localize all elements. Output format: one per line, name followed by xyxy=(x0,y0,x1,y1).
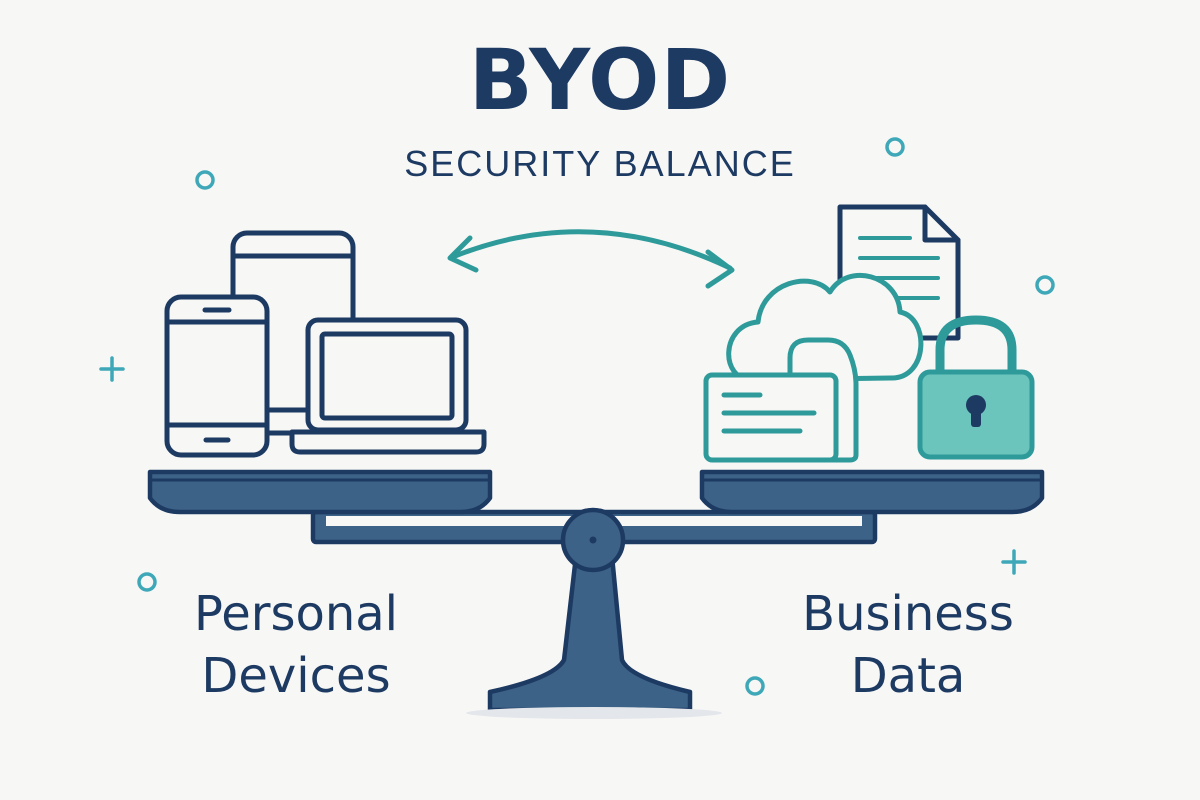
sparkle-circle-icon xyxy=(885,137,905,157)
cloud-icon xyxy=(726,273,924,383)
personal-devices-label: Personal Devices xyxy=(136,583,456,707)
padlock-icon xyxy=(917,315,1035,460)
business-data-label-line2: Data xyxy=(850,648,966,704)
sparkle-plus-icon xyxy=(99,356,125,382)
sparkle-circle-icon xyxy=(745,676,765,696)
sparkle-circle-icon xyxy=(195,170,215,190)
right-scale-pan xyxy=(699,469,1045,515)
decorative-sparkles xyxy=(99,137,1055,696)
personal-devices-group xyxy=(164,230,487,458)
sparkle-circle-icon xyxy=(1035,275,1055,295)
left-scale-pan xyxy=(147,469,493,515)
business-data-label-line1: Business xyxy=(802,586,1014,642)
personal-devices-label-line1: Personal xyxy=(193,586,399,642)
personal-devices-label-line2: Devices xyxy=(201,648,391,704)
exchange-arrow-icon xyxy=(447,229,735,289)
sparkle-circle-icon xyxy=(137,572,157,592)
business-data-label: Business Data xyxy=(748,583,1068,707)
business-data-group xyxy=(703,204,1035,463)
folder-icon xyxy=(703,337,859,463)
balance-scale xyxy=(147,469,1045,719)
sparkle-plus-icon xyxy=(1001,549,1027,575)
page-subtitle: SECURITY BALANCE xyxy=(404,143,796,184)
scale-stand xyxy=(466,553,722,719)
page-title: BYOD xyxy=(468,31,732,129)
laptop-icon xyxy=(289,317,487,455)
scale-pivot xyxy=(560,507,626,573)
smartphone-icon xyxy=(164,294,270,458)
